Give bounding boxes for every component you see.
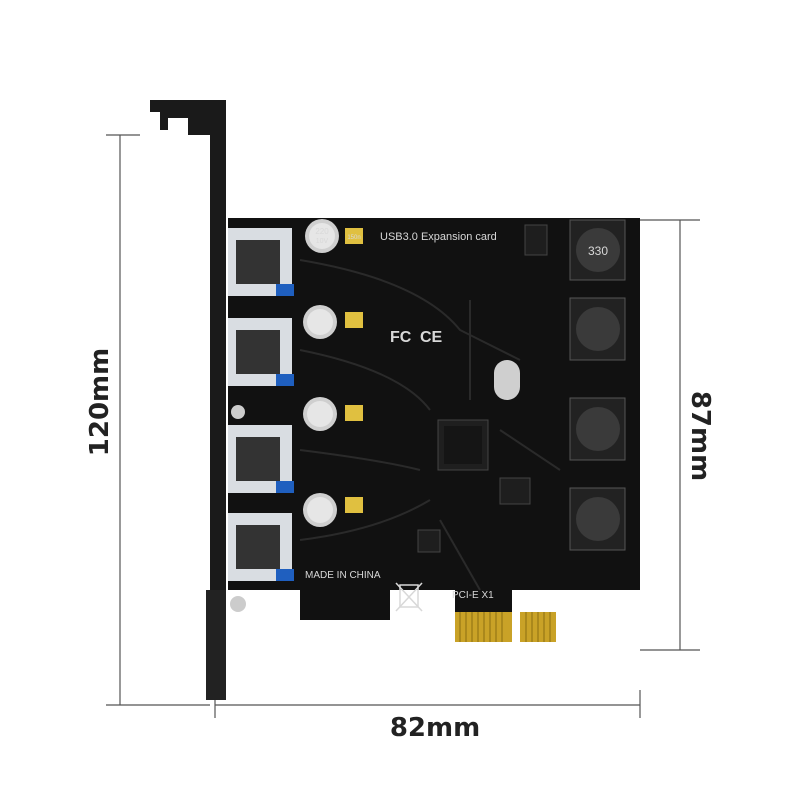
ce-mark: CE	[420, 329, 443, 346]
controller-chip	[437, 419, 489, 471]
usb-ports	[228, 228, 294, 581]
usb-port	[228, 425, 294, 493]
fc-mark: FC	[390, 329, 412, 346]
crystal-oscillator	[494, 360, 520, 400]
width-dimension-label: 82mm	[389, 713, 481, 743]
capacitors: 220 10V	[303, 219, 339, 527]
usb-port	[228, 228, 294, 296]
inductor-value: 330	[588, 244, 608, 258]
metal-bracket	[150, 100, 226, 700]
capacitor-value: 220	[315, 227, 329, 236]
gold-edge-contacts	[455, 590, 556, 642]
made-in-label: MADE IN CHINA	[305, 570, 381, 581]
leds	[230, 405, 246, 612]
inductors: 330	[569, 219, 626, 551]
fuses	[345, 228, 363, 513]
small-ic	[417, 224, 548, 553]
usb-port	[228, 318, 294, 386]
capacitor-voltage: 10V	[316, 238, 329, 245]
dimension-lines	[106, 134, 700, 718]
fuse-label: 150n	[347, 235, 360, 241]
usb-port	[228, 513, 294, 581]
weee-bin-icon	[395, 582, 423, 612]
board-title: USB3.0 Expansion card	[380, 231, 497, 243]
interface-label: PCI-E X1	[452, 590, 494, 601]
